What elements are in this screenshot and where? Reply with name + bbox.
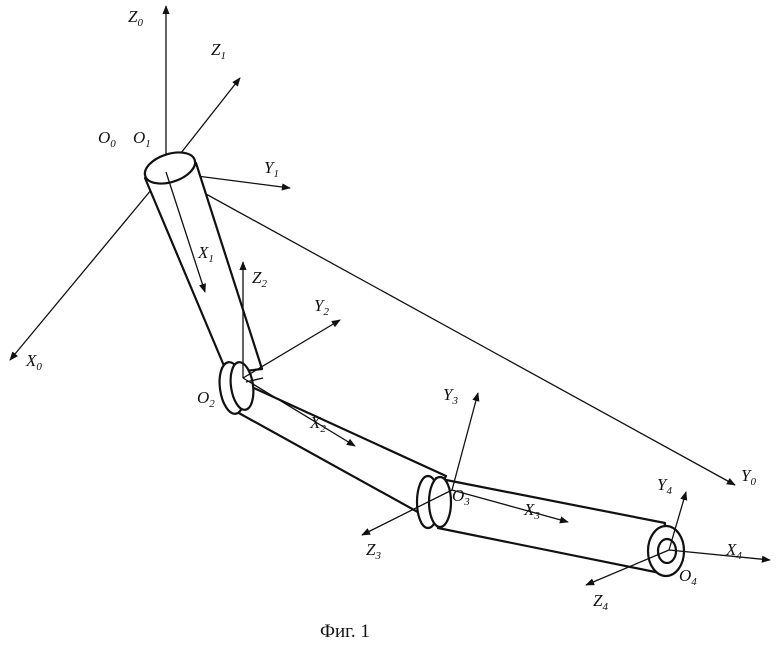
label-z0: Z0 <box>128 7 143 29</box>
label-x0: X0 <box>25 351 42 373</box>
axis-x3 <box>451 489 569 524</box>
label-y4: Y4 <box>657 475 672 497</box>
axis-z4 <box>585 549 670 586</box>
axis-x1 <box>165 171 206 293</box>
axis-y3 <box>451 392 480 491</box>
label-z3: Z3 <box>366 540 381 562</box>
label-o4: O4 <box>679 566 697 588</box>
label-z1: Z1 <box>211 40 226 62</box>
label-o3: O3 <box>452 486 470 508</box>
label-o0: O0 <box>98 128 116 150</box>
label-y2: Y2 <box>314 296 329 318</box>
label-z2: Z2 <box>252 268 267 290</box>
axis-y0 <box>165 171 736 486</box>
axis-z3 <box>361 489 453 536</box>
axis-x0 <box>9 171 167 361</box>
joint-3-inner <box>427 475 453 529</box>
link-3 <box>434 476 667 575</box>
axis-y4 <box>668 491 688 551</box>
label-z4: Z4 <box>593 591 608 613</box>
label-o1: O1 <box>133 128 151 150</box>
label-y3: Y3 <box>443 385 458 407</box>
link-1 <box>143 161 264 375</box>
axis-x4 <box>668 549 771 563</box>
label-y1: Y1 <box>264 158 279 180</box>
axis-y2 <box>242 319 341 379</box>
label-x3: X3 <box>523 500 540 522</box>
label-x1: X1 <box>197 243 214 265</box>
label-y0: Y0 <box>741 466 756 488</box>
label-x2: X2 <box>309 413 326 435</box>
label-o2: O2 <box>197 388 215 410</box>
link-2 <box>230 376 448 518</box>
figure-caption: Фиг. 1 <box>320 621 370 642</box>
label-x4: X4 <box>725 540 742 562</box>
joint-1-end <box>143 151 197 185</box>
axis-x2 <box>242 377 356 447</box>
